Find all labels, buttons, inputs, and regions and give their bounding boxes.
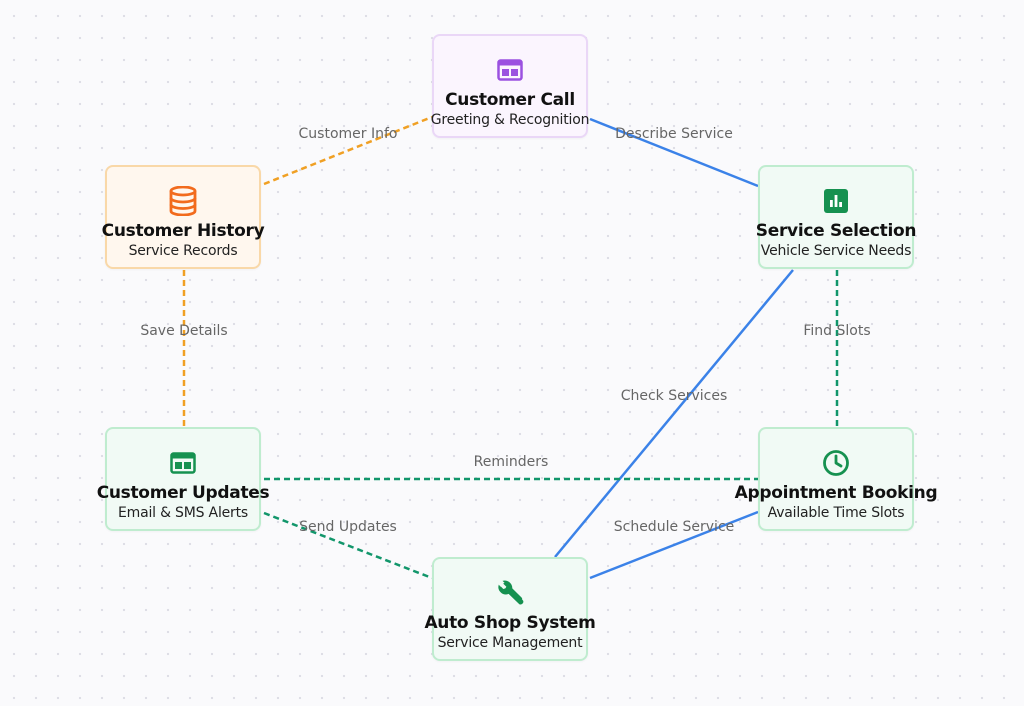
edge-check-services — [554, 269, 794, 558]
node-subtitle: Available Time Slots — [767, 505, 905, 521]
edge-schedule-service — [589, 510, 759, 580]
edge-label-schedule-service: Schedule Service — [614, 519, 735, 535]
wrench-icon — [496, 579, 524, 607]
edge-customer-info — [263, 115, 433, 186]
database-icon — [169, 186, 197, 216]
edge-label-save-details: Save Details — [140, 323, 227, 339]
edge-label-customer-info: Customer Info — [299, 126, 398, 142]
node-service-selection[interactable]: Service Selection Vehicle Service Needs — [755, 165, 917, 269]
node-auto-shop-system[interactable]: Auto Shop System Service Management — [424, 557, 596, 661]
node-subtitle: Email & SMS Alerts — [118, 505, 248, 521]
node-subtitle: Service Management — [437, 635, 583, 651]
edge-describe-service — [589, 117, 759, 188]
node-title: Customer Updates — [96, 483, 270, 503]
bar-chart-icon — [822, 187, 850, 215]
node-subtitle: Greeting & Recognition — [430, 112, 590, 128]
node-title: Customer History — [101, 221, 265, 241]
node-customer-history[interactable]: Customer History Service Records — [102, 165, 265, 269]
node-appointment-booking[interactable]: Appointment Booking Available Time Slots — [735, 427, 938, 531]
window-icon — [169, 449, 197, 477]
node-customer-call[interactable]: Customer Call Greeting & Recognition — [430, 34, 590, 138]
node-title: Auto Shop System — [424, 613, 596, 633]
node-subtitle: Service Records — [128, 243, 238, 259]
edge-send-updates — [263, 511, 433, 580]
edge-label-reminders: Reminders — [474, 454, 549, 470]
edge-label-send-updates: Send Updates — [299, 519, 397, 535]
node-title: Service Selection — [755, 221, 917, 241]
node-customer-updates[interactable]: Customer Updates Email & SMS Alerts — [97, 427, 270, 531]
edge-label-describe-service: Describe Service — [615, 126, 733, 142]
edge-label-check-services: Check Services — [621, 388, 728, 404]
node-subtitle: Vehicle Service Needs — [760, 243, 912, 259]
node-title: Appointment Booking — [734, 483, 938, 503]
window-icon — [496, 56, 524, 84]
node-title: Customer Call — [445, 90, 575, 110]
edge-label-find-slots: Find Slots — [803, 323, 870, 339]
clock-icon — [822, 449, 850, 477]
